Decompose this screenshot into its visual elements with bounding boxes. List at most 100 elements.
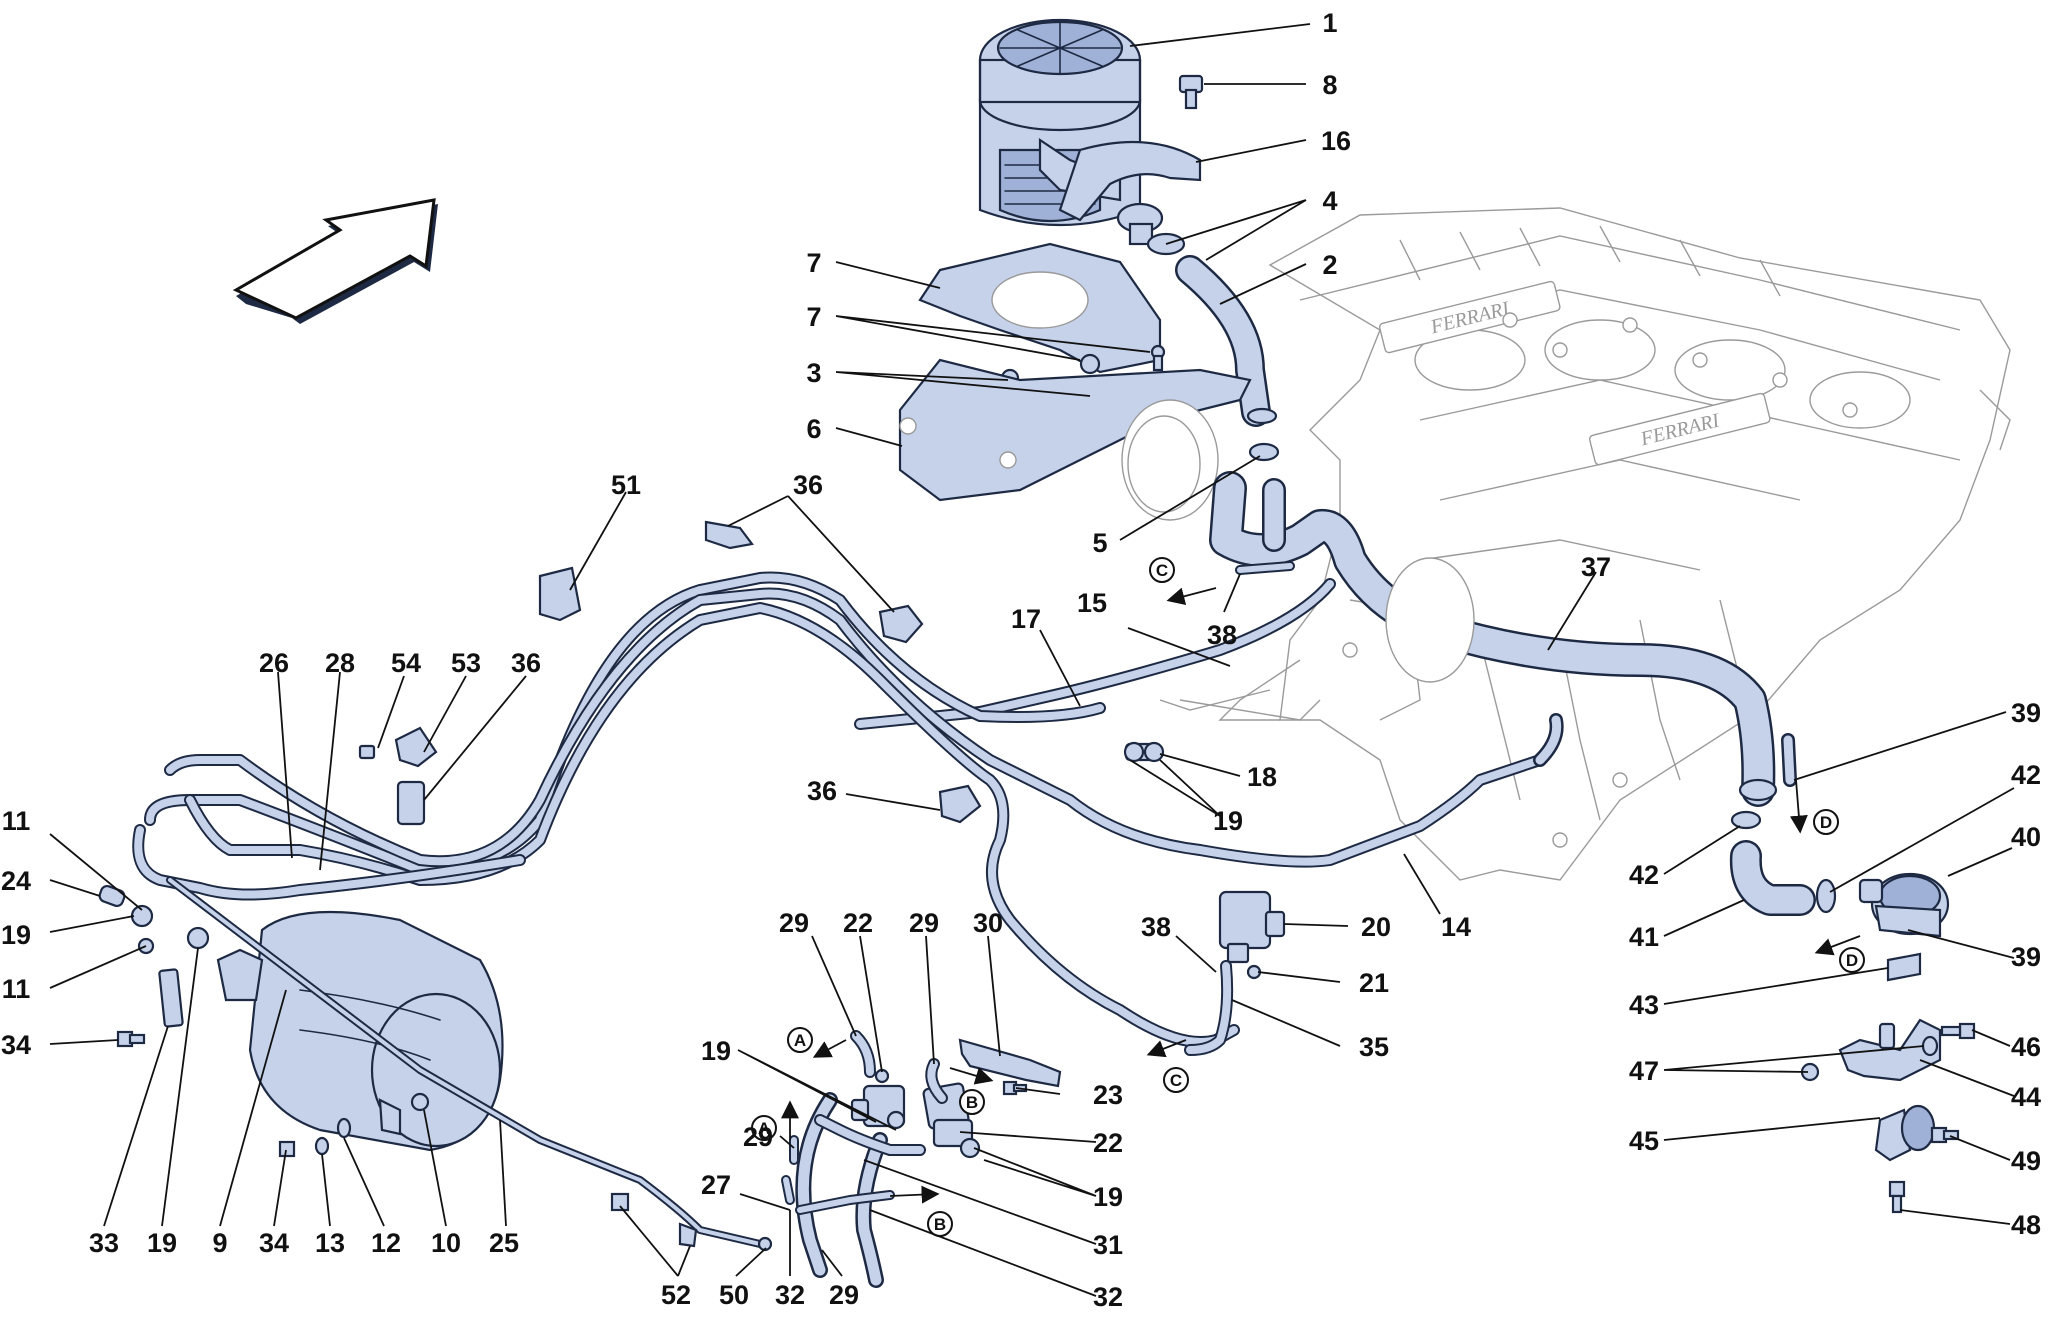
carbon-canister	[216, 910, 504, 1152]
callout: 31	[1093, 1230, 1123, 1260]
callout: 19	[1, 920, 31, 950]
fitting-4	[1116, 202, 1186, 256]
svg-text:A: A	[794, 1031, 806, 1050]
callout: 39	[2011, 698, 2041, 728]
callout: 4	[1322, 186, 1337, 216]
direction-arrow	[232, 198, 438, 324]
connector-c-bottom: C	[1163, 1067, 1189, 1093]
callout: 12	[371, 1228, 401, 1258]
callout: 52	[661, 1280, 691, 1310]
secondary-air-pump	[978, 18, 1142, 227]
callout: 29	[779, 908, 809, 938]
valve-20	[1218, 890, 1286, 980]
svg-text:A: A	[758, 1119, 770, 1138]
connector-a-top: A	[787, 1027, 813, 1053]
fitting-18	[1123, 741, 1165, 763]
svg-text:C: C	[1156, 561, 1168, 580]
callout: 23	[1093, 1080, 1123, 1110]
callout: 34	[259, 1228, 289, 1258]
connector-a-bottom: A	[751, 1115, 777, 1141]
clip-36-mid	[878, 604, 924, 644]
bracket-6	[898, 358, 1252, 502]
clip-51	[538, 566, 582, 622]
callout: 29	[829, 1280, 859, 1310]
elbow-45	[1874, 1104, 1936, 1162]
callout: 38	[1207, 620, 1237, 650]
callout: 26	[259, 648, 289, 678]
callout: 25	[489, 1228, 519, 1258]
callout-numbers: 1 8 16 4 2 7 7 3 6 5 51 36 37 38 17 15 3…	[1, 8, 2041, 1312]
callout: 1	[1322, 8, 1337, 38]
vent-line-25	[166, 876, 764, 1248]
air-hose-37	[1209, 471, 1778, 807]
callout: 45	[1629, 1126, 1659, 1156]
callout: 33	[89, 1228, 119, 1258]
callout: 10	[431, 1228, 461, 1258]
callout: 39	[2011, 942, 2041, 972]
hose-29-a	[850, 1030, 876, 1078]
connector-b-top: B	[959, 1089, 985, 1115]
callout: 21	[1359, 968, 1389, 998]
connector-b-bottom: B	[927, 1211, 953, 1237]
callout: 29	[743, 1122, 773, 1152]
bracket-53	[394, 726, 438, 768]
callout: 24	[1, 866, 31, 896]
callout: 37	[1581, 552, 1611, 582]
callout: 2	[1322, 250, 1337, 280]
svg-text:D: D	[1846, 951, 1858, 970]
hose-39	[1781, 733, 1797, 787]
throttle-ring-2	[1385, 557, 1475, 683]
gasket-43	[1886, 952, 1922, 982]
callout: 36	[511, 648, 541, 678]
hose-clamp-5	[1248, 442, 1280, 462]
svg-text:B: B	[966, 1093, 978, 1112]
leader-lines	[49, 23, 2015, 1297]
callout: 17	[1011, 604, 1041, 634]
callout: 11	[2, 806, 31, 836]
callout: 36	[807, 776, 837, 806]
callout: 18	[1247, 762, 1277, 792]
callout: 27	[701, 1170, 731, 1200]
callout: 19	[1213, 806, 1243, 836]
callout: 36	[793, 470, 823, 500]
bolt-34	[116, 1030, 146, 1048]
svg-text:B: B	[934, 1215, 946, 1234]
callout: 22	[1093, 1128, 1123, 1158]
callout: 54	[391, 648, 421, 678]
elbow-41	[1729, 840, 1816, 916]
pump-bracket	[1058, 140, 1202, 222]
callout: 53	[451, 648, 481, 678]
callout: 38	[1141, 912, 1171, 942]
callout: 48	[2011, 1210, 2041, 1240]
callout: 34	[1, 1030, 31, 1060]
callout: 28	[325, 648, 355, 678]
vacuum-lines-bundle	[132, 561, 1564, 1048]
connector-c-top: C	[1149, 557, 1175, 583]
callout: 3	[806, 358, 821, 388]
callout: 42	[1629, 860, 1659, 890]
clip-36-left	[396, 780, 426, 826]
callout: 32	[775, 1280, 805, 1310]
bolt-8	[1178, 74, 1204, 110]
clip-36-top	[704, 520, 754, 550]
callout: 9	[212, 1228, 227, 1258]
callout: 19	[1093, 1182, 1123, 1212]
hose-29-b	[925, 1058, 948, 1104]
svg-text:D: D	[1820, 813, 1832, 832]
hose-35	[1184, 960, 1234, 1056]
bolts-right	[1800, 1022, 1976, 1214]
callout: 49	[2011, 1146, 2041, 1176]
callout: 32	[1093, 1282, 1123, 1312]
callout: 7	[806, 248, 821, 278]
clamp-42-b	[1815, 878, 1837, 914]
callout: 35	[1359, 1032, 1389, 1062]
callout: 22	[843, 908, 873, 938]
callout: 30	[973, 908, 1003, 938]
clamp-42-a	[1730, 810, 1762, 830]
callout: 20	[1361, 912, 1391, 942]
callout: 29	[909, 908, 939, 938]
callout: 42	[2011, 760, 2041, 790]
clamp-19-b	[186, 926, 210, 950]
callout: 14	[1441, 912, 1471, 942]
